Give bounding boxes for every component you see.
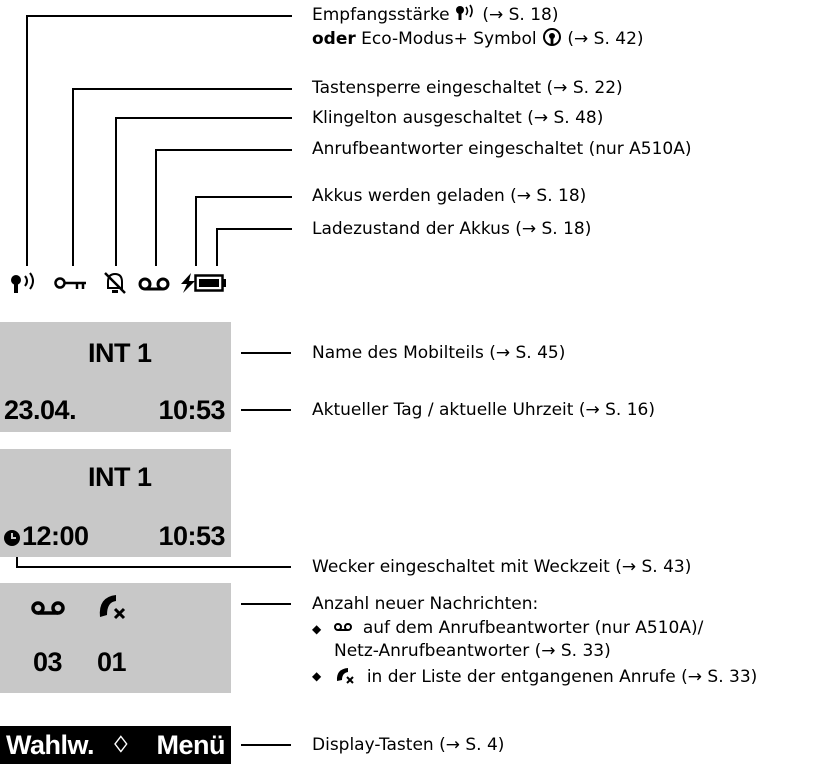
label-alarm: Wecker eingeschaltet mit Weckzeit (→ S. … bbox=[312, 557, 692, 577]
leader-keylock bbox=[72, 88, 292, 266]
leader-signal bbox=[26, 15, 292, 266]
label-messages-tam-text: auf dem Anrufbeantworter (nur A510A)/ bbox=[362, 618, 704, 638]
handset-name: INT 1 bbox=[88, 338, 152, 368]
current-time: 10:53 bbox=[158, 395, 225, 425]
label-eco-text: Eco-Modus+ Symbol bbox=[361, 29, 537, 49]
leader-answering bbox=[155, 149, 292, 266]
tam-message-count: 03 bbox=[33, 647, 63, 677]
label-eco-ref: (→ S. 42) bbox=[567, 29, 644, 49]
display-panel-alarm: INT 1 12:00 10:53 bbox=[0, 449, 231, 557]
label-date-time: Aktueller Tag / aktuelle Uhrzeit (→ S. 1… bbox=[312, 400, 655, 420]
label-signal: Empfangsstärke (→ S. 18) bbox=[312, 4, 559, 25]
eco-mode-icon bbox=[542, 28, 561, 46]
label-display-keys: Display-Tasten (→ S. 4) bbox=[312, 735, 505, 755]
label-messages-title: Anzahl neuer Nachrichten: bbox=[312, 594, 539, 614]
label-answering: Anrufbeantworter eingeschaltet (nur A510… bbox=[312, 139, 692, 159]
label-signal-ref: (→ S. 18) bbox=[482, 5, 559, 25]
nav-key-icon[interactable]: ♢ bbox=[111, 732, 131, 757]
label-messages-tam: auf dem Anrufbeantworter (nur A510A)/ bbox=[334, 618, 703, 638]
answering-machine-icon bbox=[334, 623, 352, 631]
softkey-left[interactable]: Wahlw. bbox=[6, 730, 95, 760]
answering-machine-icon bbox=[31, 601, 65, 615]
display-panel-messages: 03 01 bbox=[0, 583, 231, 693]
answering-machine-icon bbox=[138, 277, 170, 291]
label-messages-missed-text: in der Liste der entgangenen Anrufe (→ S… bbox=[366, 667, 758, 687]
alarm-clock-icon bbox=[4, 530, 20, 546]
leader-charging bbox=[195, 196, 292, 266]
missed-call-icon bbox=[336, 668, 354, 684]
label-signal-text: Empfangsstärke bbox=[312, 5, 450, 25]
label-messages-missed: in der Liste der entgangenen Anrufe (→ S… bbox=[334, 665, 757, 687]
current-time: 10:53 bbox=[158, 521, 225, 551]
label-keylock: Tastensperre eingeschaltet (→ S. 22) bbox=[312, 78, 623, 98]
handset-name: INT 1 bbox=[88, 462, 152, 492]
signal-icon bbox=[11, 272, 34, 293]
ringer-off-icon bbox=[104, 272, 126, 294]
leader-alarm bbox=[16, 557, 291, 568]
signal-icon bbox=[455, 4, 473, 20]
bullet-icon: ◆ bbox=[312, 622, 322, 636]
label-battery: Ladezustand der Akkus (→ S. 18) bbox=[312, 219, 592, 239]
missed-call-count: 01 bbox=[97, 647, 127, 677]
battery-icon bbox=[194, 274, 226, 292]
label-eco: oder Eco-Modus+ Symbol (→ S. 42) bbox=[312, 28, 644, 49]
softkey-right[interactable]: Menü bbox=[156, 730, 226, 760]
bullet-icon: ◆ bbox=[312, 669, 322, 683]
key-icon bbox=[54, 277, 86, 289]
missed-call-icon bbox=[99, 595, 126, 620]
label-messages-tam2: Netz-Anrufbeantworter (→ S. 33) bbox=[334, 641, 611, 661]
label-eco-or: oder bbox=[312, 29, 356, 49]
charging-icon bbox=[181, 273, 195, 293]
leader-battery bbox=[216, 228, 292, 266]
label-charging: Akkus werden geladen (→ S. 18) bbox=[312, 186, 587, 206]
label-ringer: Klingelton ausgeschaltet (→ S. 48) bbox=[312, 108, 604, 128]
status-bar bbox=[10, 268, 230, 298]
softkey-bar: Wahlw. ♢ Menü bbox=[0, 726, 231, 764]
display-panel-idle: INT 1 23.04. 10:53 bbox=[0, 322, 231, 432]
alarm-time: 12:00 bbox=[22, 521, 89, 551]
label-handset-name: Name des Mobilteils (→ S. 45) bbox=[312, 343, 566, 363]
leader-ringer bbox=[115, 117, 292, 266]
current-date: 23.04. bbox=[4, 395, 77, 425]
